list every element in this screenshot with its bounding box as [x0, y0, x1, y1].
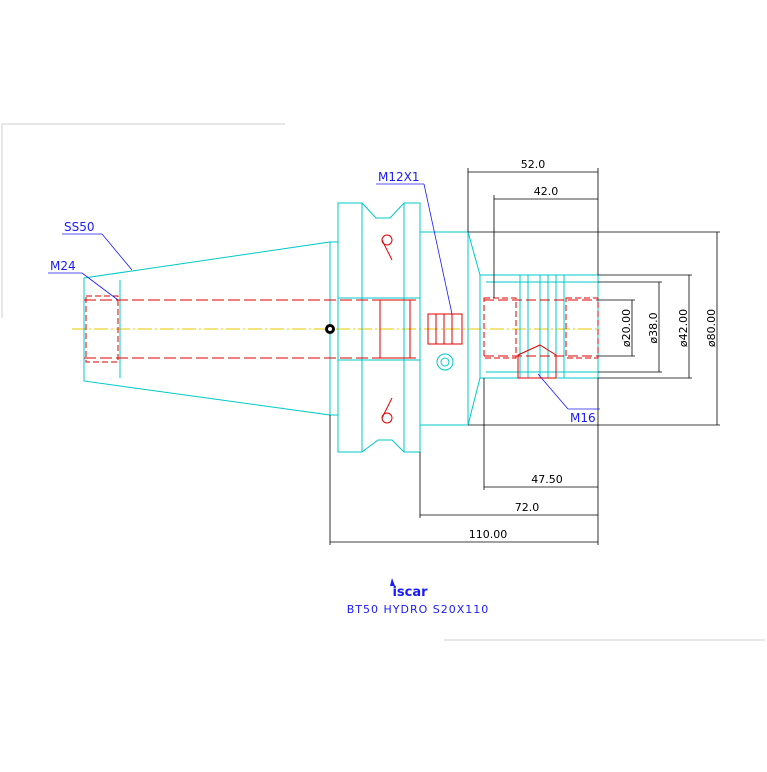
iscar-logo: iscar: [392, 585, 428, 600]
hidden-features: [84, 234, 599, 424]
callout-leaders: [48, 183, 600, 410]
dim-52: 52.0: [521, 158, 546, 171]
dim-110: 110.00: [469, 528, 508, 541]
dim-42: 42.0: [534, 185, 559, 198]
dim-dia38: ø38.0: [647, 312, 660, 343]
dim-dia80: ø80.00: [705, 309, 718, 347]
callout-m12x1: M12X1: [378, 170, 419, 184]
callout-ss50: SS50: [64, 220, 95, 234]
callout-m24: M24: [50, 259, 76, 273]
dim-47-50: 47.50: [531, 473, 563, 486]
callout-m16: M16: [570, 411, 596, 425]
drawing-title: BT50 HYDRO S20X110: [347, 603, 490, 616]
logo-flame-icon: [390, 578, 395, 586]
dim-dia20: ø20.00: [620, 309, 633, 347]
dim-72: 72.0: [515, 501, 540, 514]
toolholder-outline: [83, 202, 599, 453]
dimension-lines: [329, 168, 720, 545]
sheet-frame: [1, 123, 765, 641]
center-mark-icon: [325, 324, 335, 334]
dim-dia42: ø42.00: [677, 309, 690, 347]
